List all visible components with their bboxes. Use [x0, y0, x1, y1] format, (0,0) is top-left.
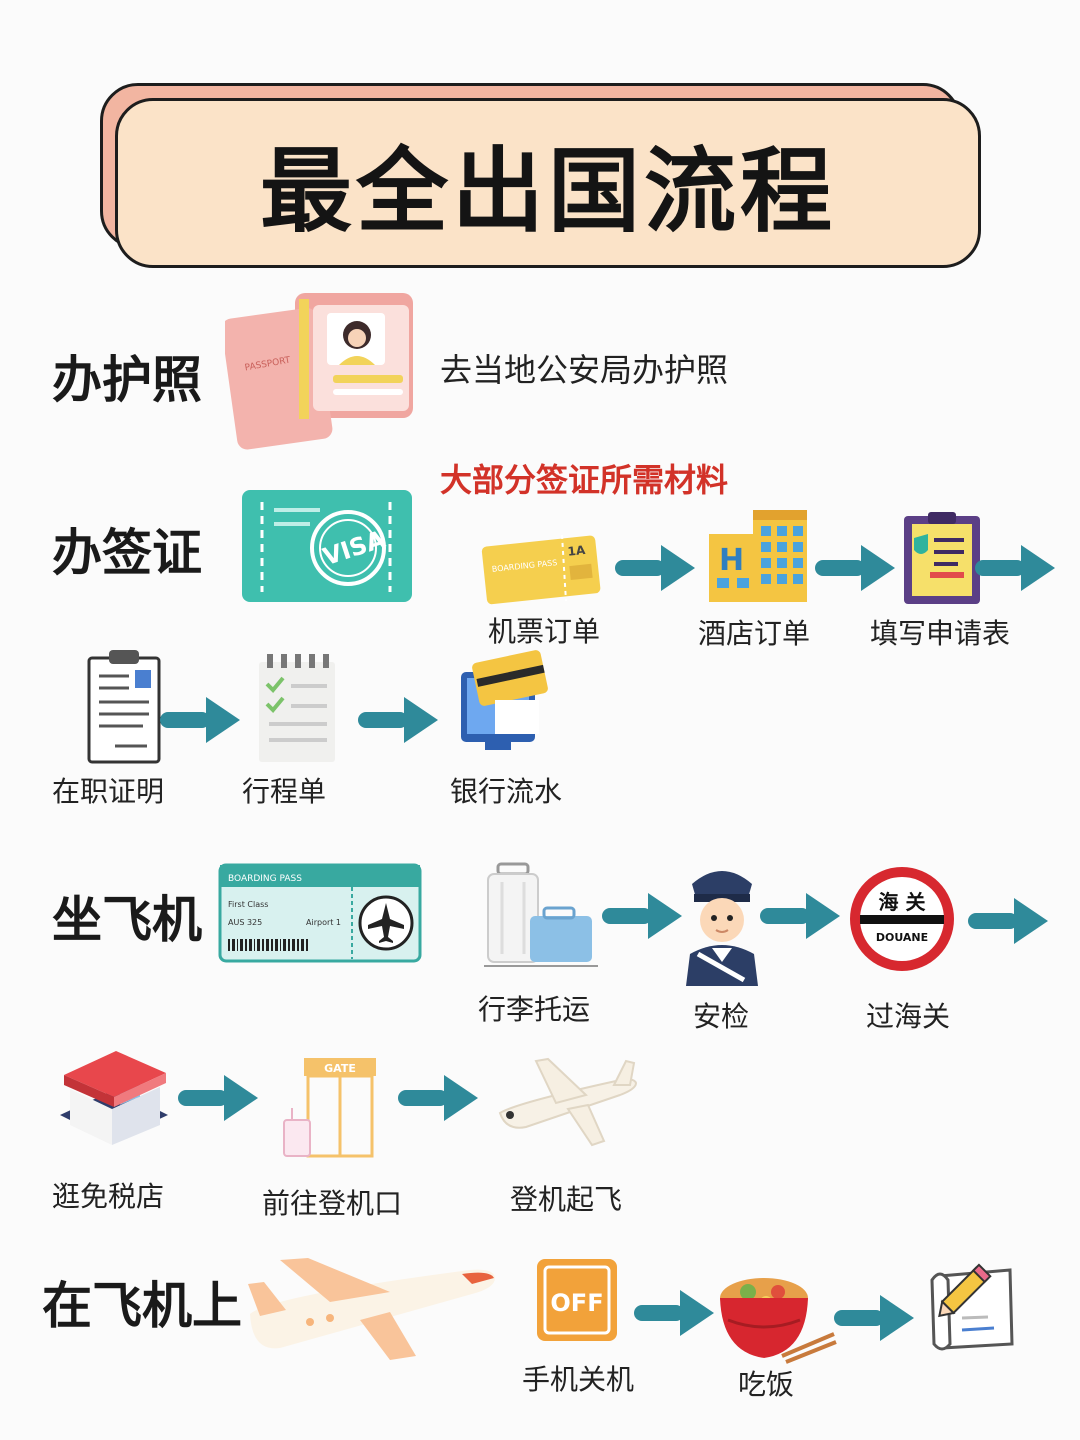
passport-icon: PASSPORT: [225, 283, 420, 451]
bank-statement-icon: [455, 648, 550, 754]
step-label-flight-order: 机票订单: [488, 615, 601, 648]
hotel-icon-label: H: [719, 543, 744, 578]
airplane-icon: [240, 1252, 500, 1362]
arrow-icon: [760, 893, 840, 939]
customs-sign-french: DOUANE: [876, 931, 928, 944]
arrow-icon: [358, 697, 438, 743]
step-label-hotel-order: 酒店订单: [698, 617, 811, 650]
gate-icon-label: GATE: [324, 1062, 356, 1075]
luggage-icon: [480, 862, 600, 970]
noodle-bowl-icon: [718, 1268, 838, 1370]
boarding-pass-card-flight: AUS 325: [228, 918, 262, 927]
arrow-icon: [398, 1075, 478, 1121]
step-label-bank-statement: 银行流水: [450, 775, 563, 808]
step-label-duty-free: 逛免税店: [52, 1180, 165, 1213]
security-officer-icon: [682, 862, 762, 986]
hotel-icon: H: [705, 508, 810, 604]
arrow-icon: [968, 898, 1048, 944]
phone-off-icon: OFF: [533, 1257, 621, 1343]
section-heading-onboard: 在飞机上: [42, 1277, 242, 1335]
section-heading-flight: 坐飞机: [52, 891, 202, 949]
step-label-board-takeoff: 登机起飞: [510, 1183, 623, 1216]
step-label-application-form: 填写申请表: [870, 617, 1011, 650]
boarding-pass-card-class: First Class: [228, 900, 268, 909]
arrow-icon: [615, 545, 695, 591]
step-label-security-check: 安检: [693, 1000, 750, 1033]
itinerary-checklist-icon: [255, 652, 340, 764]
arrow-icon: [178, 1075, 258, 1121]
step-label-itinerary: 行程单: [242, 775, 327, 808]
arrow-icon: [634, 1290, 714, 1336]
step-label-luggage-check: 行李托运: [478, 993, 591, 1026]
section-heading-passport: 办护照: [52, 351, 202, 409]
phone-off-icon-label: OFF: [550, 1289, 603, 1317]
writing-form-icon: [922, 1260, 1018, 1352]
visa-ticket-icon: VISA: [240, 488, 415, 606]
duty-free-shop-icon: [50, 1045, 175, 1153]
application-form-icon: [900, 510, 985, 606]
title-card: 最全出国流程: [115, 98, 981, 268]
arrow-icon: [160, 697, 240, 743]
visa-materials-subheading: 大部分签证所需材料: [440, 461, 729, 499]
boarding-pass-seat-label: 1A: [567, 543, 587, 559]
airplane-takeoff-icon: [496, 1055, 641, 1147]
boarding-pass-icon: BOARDING PASS 1A: [480, 525, 605, 607]
arrow-icon: [815, 545, 895, 591]
step-label-go-to-gate: 前往登机口: [262, 1187, 403, 1220]
boarding-pass-card-airport: Airport 1: [306, 918, 341, 927]
arrow-icon: [975, 545, 1055, 591]
section-heading-visa: 办签证: [52, 524, 202, 582]
boarding-pass-card-icon: BOARDING PASS First Class AUS 325 Airpor…: [218, 863, 423, 965]
employment-certificate-icon: [85, 648, 163, 766]
step-label-customs: 过海关: [866, 1000, 951, 1033]
arrow-icon: [602, 893, 682, 939]
customs-sign-icon: 海 关 DOUANE: [846, 863, 958, 975]
page-title: 最全出国流程: [259, 137, 836, 245]
step-label-phone-off: 手机关机: [522, 1363, 635, 1396]
passport-note: 去当地公安局办护照: [440, 351, 729, 389]
step-label-eat-meal: 吃饭: [738, 1368, 795, 1401]
customs-sign-chinese: 海 关: [879, 890, 926, 914]
boarding-pass-card-header: BOARDING PASS: [228, 874, 302, 884]
step-label-employment-certificate: 在职证明: [52, 775, 165, 808]
arrow-icon: [834, 1295, 914, 1341]
gate-icon: GATE: [280, 1056, 380, 1160]
